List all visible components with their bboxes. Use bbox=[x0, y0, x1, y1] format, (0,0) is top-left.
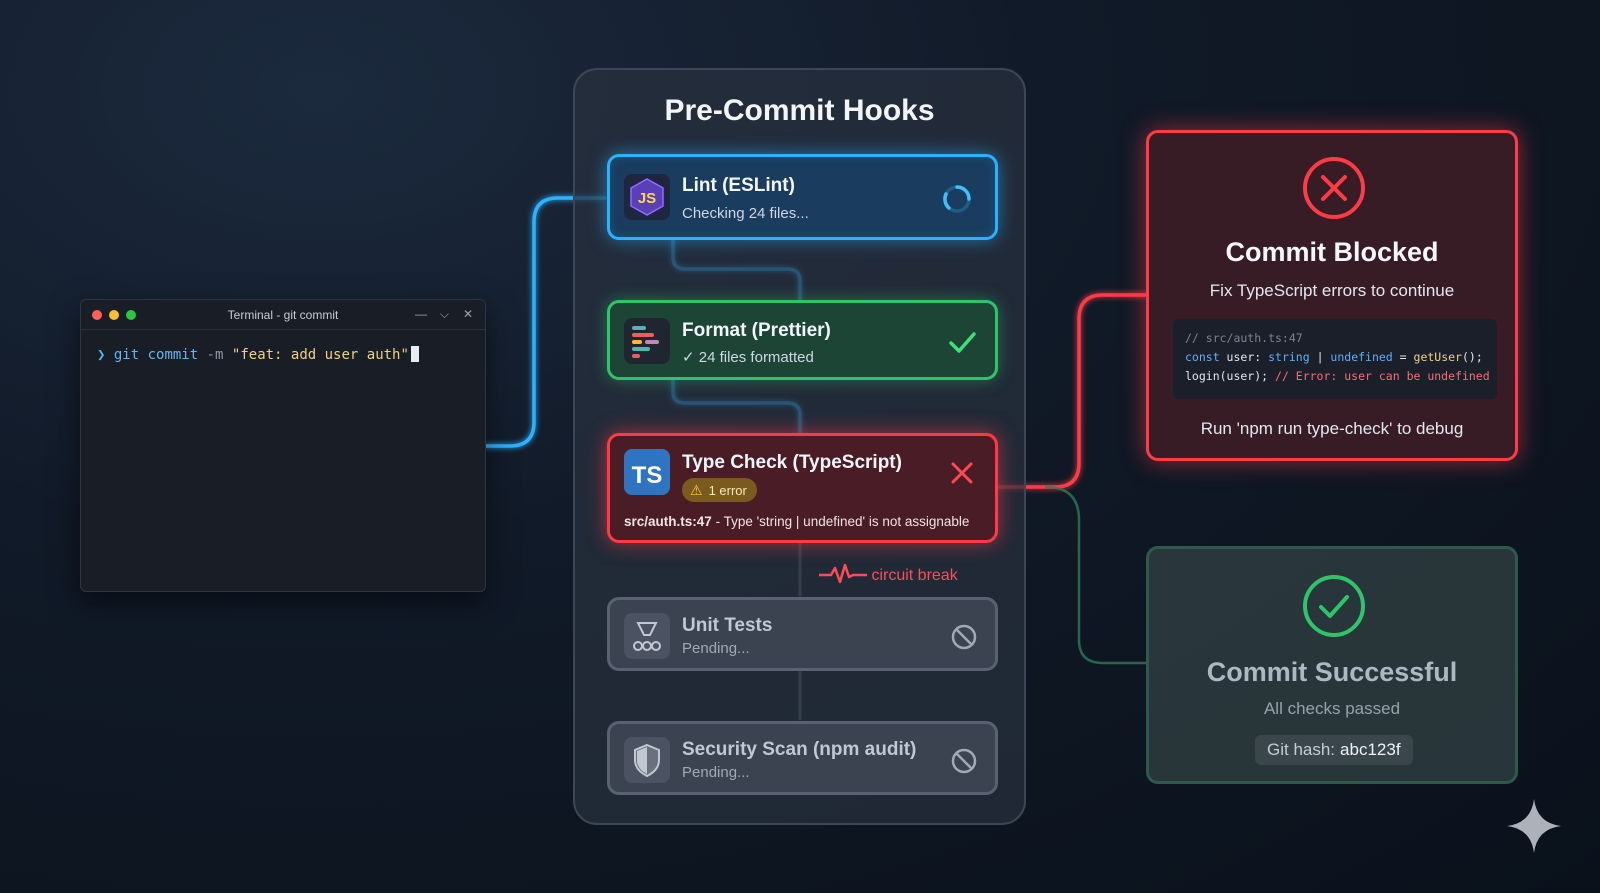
hook-card-typecheck[interactable]: TS Type Check (TypeScript) ⚠ 1 error src… bbox=[607, 433, 998, 543]
hook-status: Checking 24 files... bbox=[682, 205, 809, 222]
wire-terminal-to-lint bbox=[484, 196, 607, 448]
hook-name: Unit Tests bbox=[682, 615, 773, 636]
hook-name: Lint (ESLint) bbox=[682, 175, 795, 196]
hook-card-lint[interactable]: JS Lint (ESLint) Checking 24 files... bbox=[607, 154, 998, 240]
code-text: | bbox=[1309, 350, 1331, 364]
commit-successful-card: Commit Successful All checks passed Git … bbox=[1146, 546, 1518, 784]
code-type: undefined bbox=[1330, 350, 1393, 364]
check-icon bbox=[949, 332, 976, 353]
ban-icon bbox=[951, 748, 977, 774]
prettier-icon bbox=[624, 318, 670, 364]
success-title: Commit Successful bbox=[1206, 657, 1458, 687]
code-error-comment: // Error: user can be undefined bbox=[1275, 369, 1490, 383]
code-text: = bbox=[1392, 350, 1414, 364]
error-file: src/auth.ts:47 bbox=[624, 514, 712, 529]
command-flag: -m bbox=[206, 347, 224, 363]
git-hash-value: abc123f bbox=[1340, 740, 1401, 759]
code-text: user: bbox=[1219, 350, 1269, 364]
error-circle-icon bbox=[1303, 157, 1365, 219]
terminal-window[interactable]: Terminal - git commit — ⌵ ✕ ❯ git commit… bbox=[80, 299, 486, 592]
error-count: 1 error bbox=[708, 482, 747, 498]
git-hash: Git hash: abc123f bbox=[1255, 735, 1413, 765]
hook-card-security-scan[interactable]: Security Scan (npm audit) Pending... bbox=[607, 721, 998, 795]
hook-name: Security Scan (npm audit) bbox=[682, 739, 917, 760]
close-icon bbox=[951, 462, 973, 484]
hook-card-format[interactable]: Format (Prettier) ✓ 24 files formatted bbox=[607, 300, 998, 380]
zoom-dot-icon[interactable] bbox=[126, 310, 136, 320]
chevron-down-icon[interactable]: ⌵ bbox=[439, 307, 449, 321]
commit-message: "feat: add user auth" bbox=[231, 347, 409, 363]
circuit-break-text: circuit break bbox=[871, 567, 958, 584]
shield-icon bbox=[624, 737, 670, 783]
ban-icon bbox=[951, 624, 977, 650]
code-text: (); bbox=[1461, 350, 1483, 364]
svg-text:TS: TS bbox=[632, 462, 663, 489]
code-text: login(user); bbox=[1185, 369, 1276, 383]
minimize-icon[interactable]: — bbox=[415, 307, 427, 321]
pre-commit-hooks-panel: Pre-Commit Hooks JS Lint (ESLint) Checki… bbox=[573, 68, 1026, 825]
command-text: git commit bbox=[113, 347, 199, 363]
minimize-dot-icon[interactable] bbox=[109, 310, 119, 320]
prompt-icon: ❯ bbox=[97, 347, 106, 363]
wire-to-success bbox=[1044, 485, 1148, 665]
jest-icon bbox=[624, 613, 670, 659]
hook-name: Type Check (TypeScript) bbox=[682, 452, 902, 473]
success-circle-icon bbox=[1303, 575, 1365, 637]
text-cursor bbox=[410, 346, 419, 362]
terminal-titlebar: Terminal - git commit — ⌵ ✕ bbox=[81, 300, 485, 330]
wire-typecheck-to-blocked bbox=[993, 293, 1148, 489]
error-detail: src/auth.ts:47 - Type 'string | undefine… bbox=[624, 514, 969, 529]
typescript-icon: TS bbox=[624, 449, 670, 495]
terminal-title: Terminal - git commit bbox=[227, 307, 339, 322]
commit-blocked-card: Commit Blocked Fix TypeScript errors to … bbox=[1146, 130, 1518, 461]
close-icon[interactable]: ✕ bbox=[462, 307, 473, 321]
hook-status: Pending... bbox=[682, 764, 750, 781]
svg-text:JS: JS bbox=[638, 190, 656, 207]
warning-icon: ⚠ bbox=[690, 481, 703, 498]
eslint-icon: JS bbox=[624, 174, 670, 220]
debug-hint: Run 'npm run type-check' to debug bbox=[1200, 419, 1464, 438]
code-keyword: const bbox=[1185, 350, 1220, 364]
code-snippet: // src/auth.ts:47 const user: string | u… bbox=[1173, 319, 1497, 399]
hook-name: Format (Prettier) bbox=[682, 320, 831, 341]
code-comment: // src/auth.ts:47 bbox=[1185, 331, 1303, 345]
circuit-break-label: circuit break bbox=[819, 563, 958, 585]
terminal-body[interactable]: ❯ git commit -m "feat: add user auth" bbox=[81, 330, 485, 379]
hook-status: ✓ 24 files formatted bbox=[682, 349, 814, 366]
close-dot-icon[interactable] bbox=[92, 310, 102, 320]
loading-spinner-icon bbox=[943, 185, 971, 213]
error-count-badge: ⚠ 1 error bbox=[682, 478, 757, 502]
sparkle-icon bbox=[1507, 799, 1561, 853]
blocked-title: Commit Blocked bbox=[1225, 237, 1439, 267]
git-hash-label: Git hash: bbox=[1267, 740, 1336, 759]
pulse-icon bbox=[819, 563, 867, 584]
hook-status: Pending... bbox=[682, 640, 750, 657]
panel-title: Pre-Commit Hooks bbox=[664, 94, 935, 127]
error-message: - Type 'string | undefined' is not assig… bbox=[715, 514, 970, 529]
code-function: getUser bbox=[1413, 350, 1462, 364]
hook-card-unit-tests[interactable]: Unit Tests Pending... bbox=[607, 597, 998, 671]
blocked-subtitle: Fix TypeScript errors to continue bbox=[1209, 281, 1455, 300]
success-subtitle: All checks passed bbox=[1263, 699, 1401, 718]
code-type: string bbox=[1268, 350, 1310, 364]
